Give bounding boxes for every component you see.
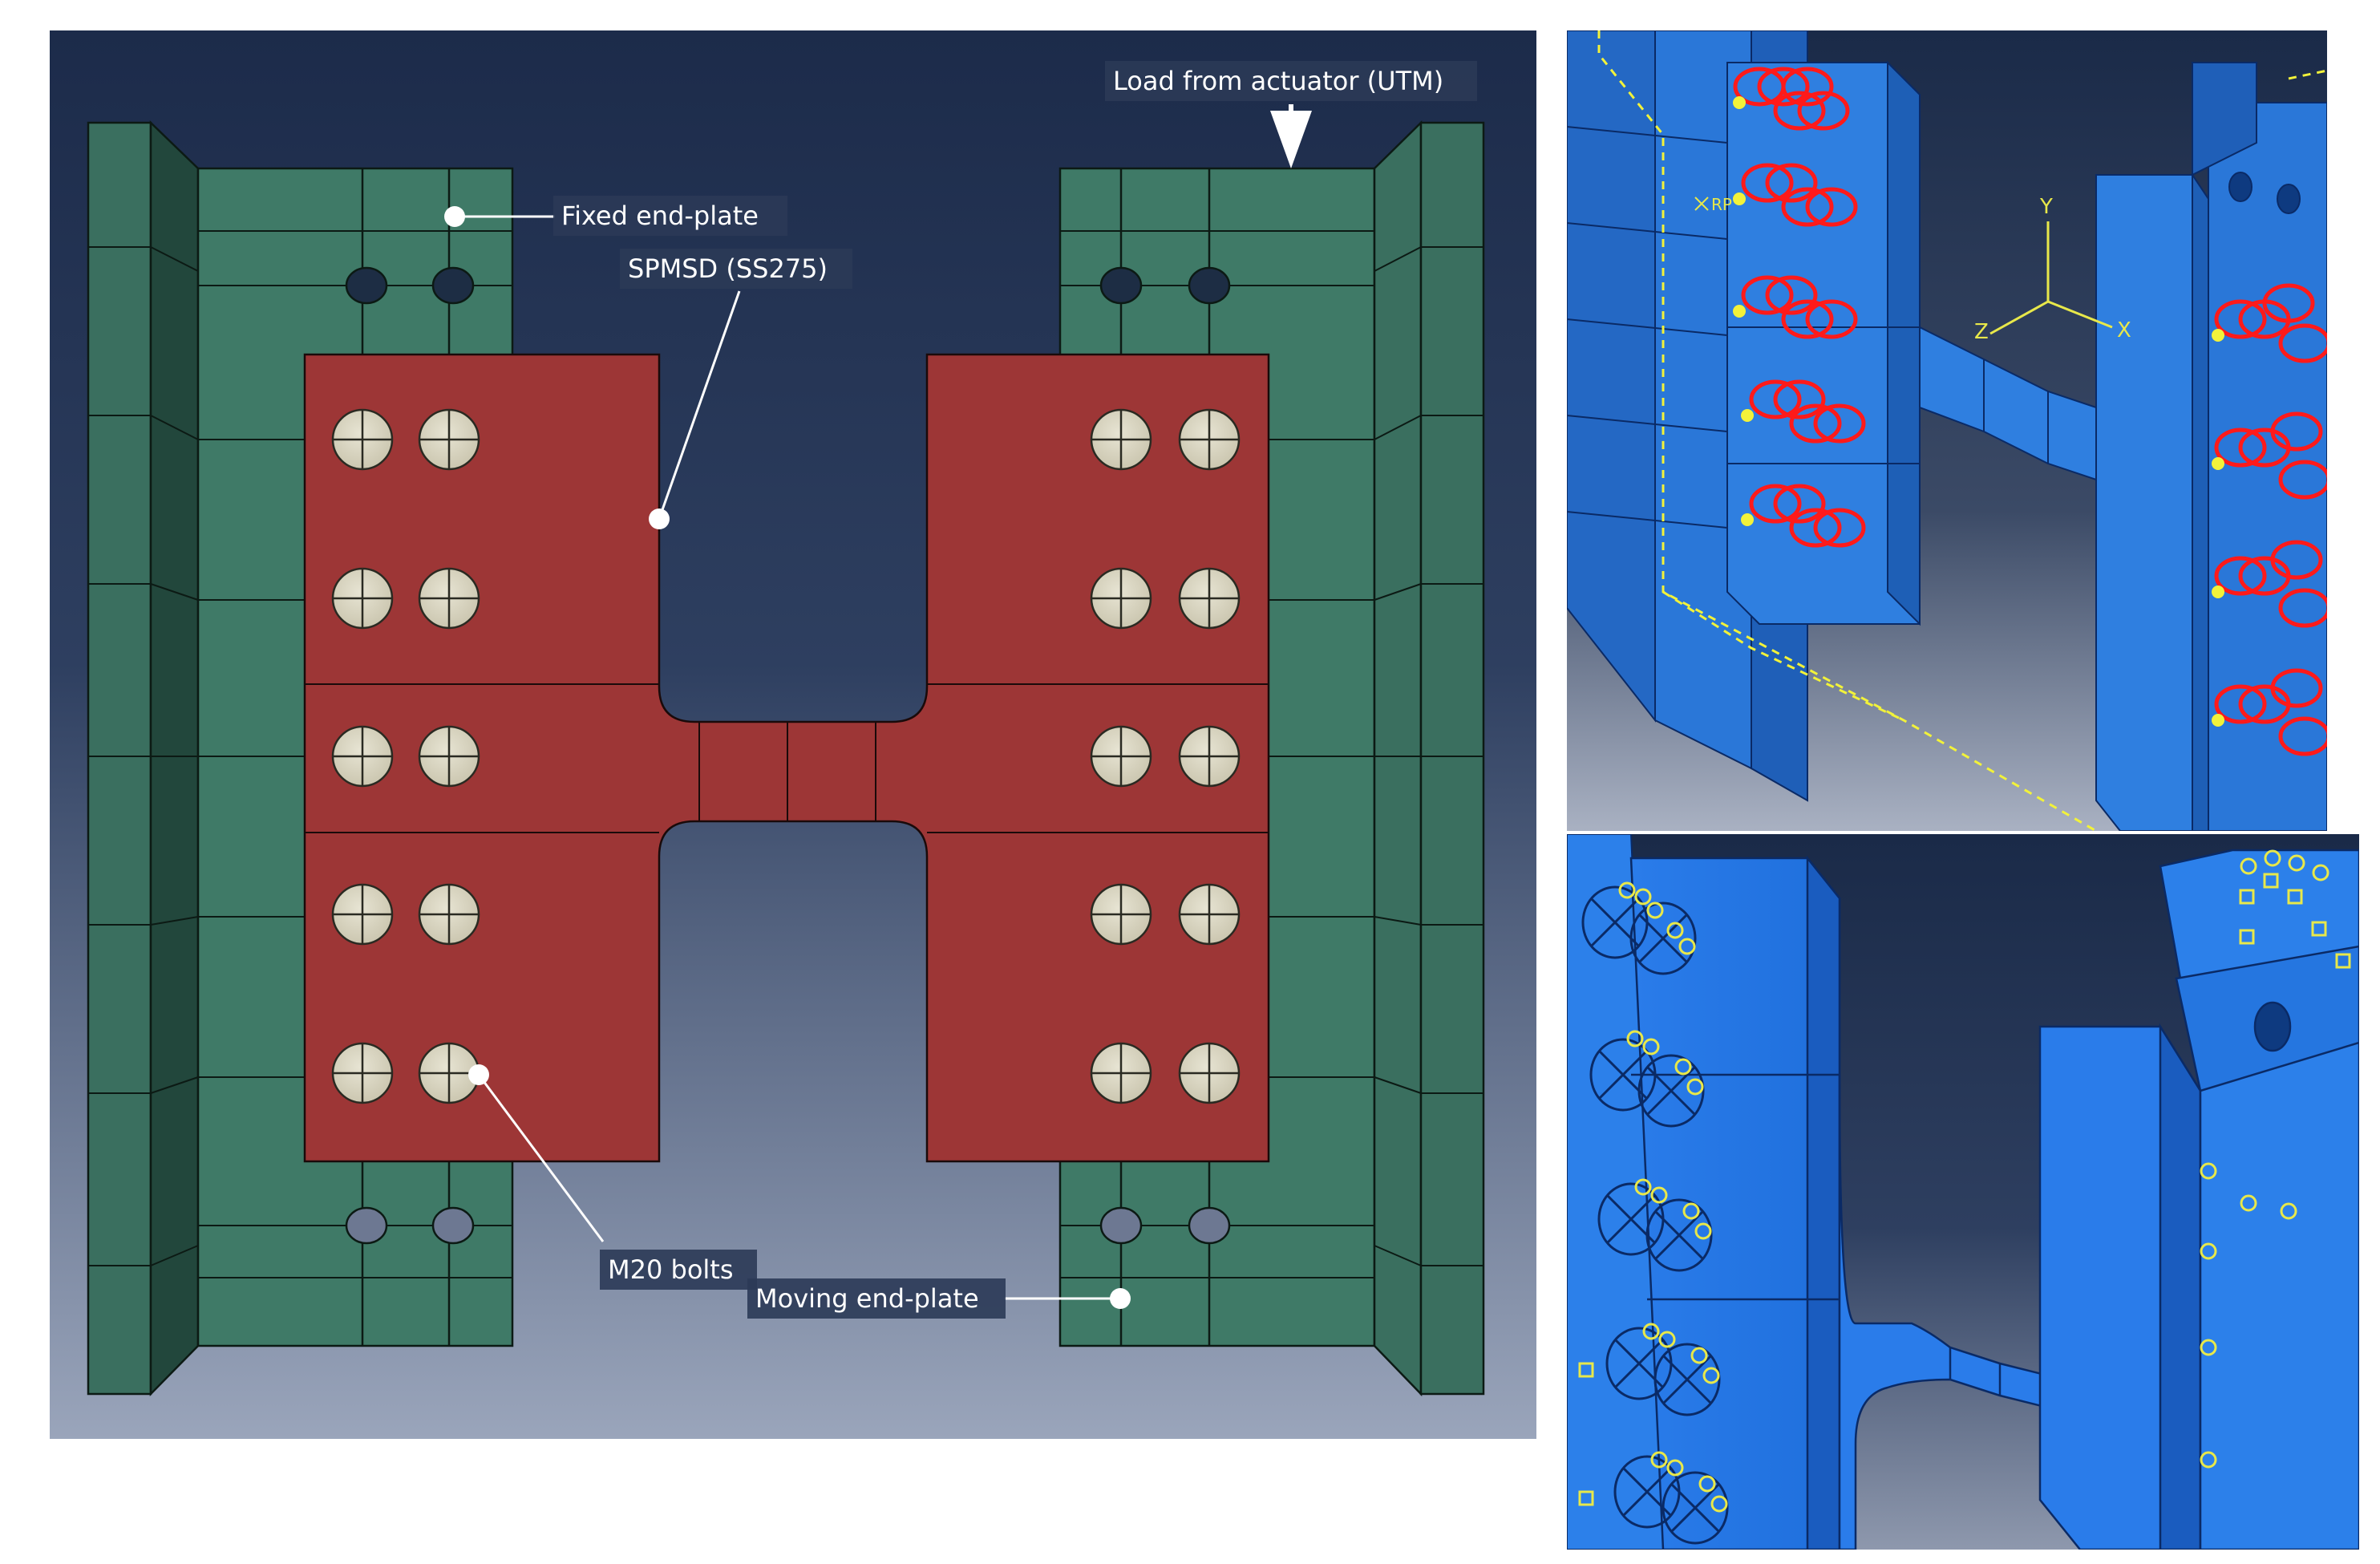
label-m20-bolts: M20 bolts: [600, 1250, 757, 1290]
label-load-text: Load from actuator (UTM): [1113, 66, 1443, 96]
iso-bolt-constraints: [1733, 67, 2327, 756]
label-fixed-end-plate: Fixed end-plate: [553, 196, 787, 236]
closeup-view-svg: [1567, 834, 2359, 1550]
isometric-view-panel: RP Y Z X: [1567, 30, 2327, 831]
specimen-mesh-lines: [305, 683, 1269, 833]
label-bolts-text: M20 bolts: [608, 1254, 734, 1285]
iso-yellow-markers: [1733, 96, 2224, 727]
leader-dots: [444, 206, 1131, 1309]
ref-point-label: RP: [1711, 195, 1732, 214]
bolt-heads: [331, 408, 1241, 1104]
isometric-view-svg: RP Y Z X: [1567, 30, 2327, 831]
label-load-from-actuator: Load from actuator (UTM): [1105, 61, 1477, 101]
closeup-specimen-right: [2038, 849, 2359, 1550]
iso-specimen-right: [2095, 62, 2327, 831]
axis-x-label: X: [2117, 318, 2131, 342]
axis-z-label: Z: [1974, 320, 1989, 344]
moving-end-plate-holes: [1099, 266, 1231, 1245]
label-spmsd-text: SPMSD (SS275): [628, 253, 828, 284]
axis-y-label: Y: [2039, 195, 2053, 219]
iso-reference-outline: [1597, 30, 2327, 831]
label-moving-text: Moving end-plate: [755, 1283, 979, 1314]
front-view-svg: Load from actuator (UTM) Fixed end-plate…: [50, 30, 1536, 1439]
closeup-yellow-markers: [1578, 849, 2351, 1513]
leader-lines: [455, 215, 1120, 1300]
fixed-end-plate-holes: [345, 266, 475, 1245]
iso-specimen-left: [1726, 60, 1921, 626]
front-view-panel: Load from actuator (UTM) Fixed end-plate…: [50, 30, 1536, 1439]
closeup-view-panel: [1567, 834, 2359, 1550]
closeup-bolt-rings: [1581, 885, 1729, 1545]
label-moving-end-plate: Moving end-plate: [747, 1278, 1006, 1319]
iso-reference-point: RP: [1694, 195, 1732, 214]
label-fixed-text: Fixed end-plate: [561, 201, 759, 231]
label-spmsd: SPMSD (SS275): [620, 249, 852, 289]
iso-axis-triad: [1989, 221, 2113, 335]
load-arrow: [1270, 104, 1312, 168]
